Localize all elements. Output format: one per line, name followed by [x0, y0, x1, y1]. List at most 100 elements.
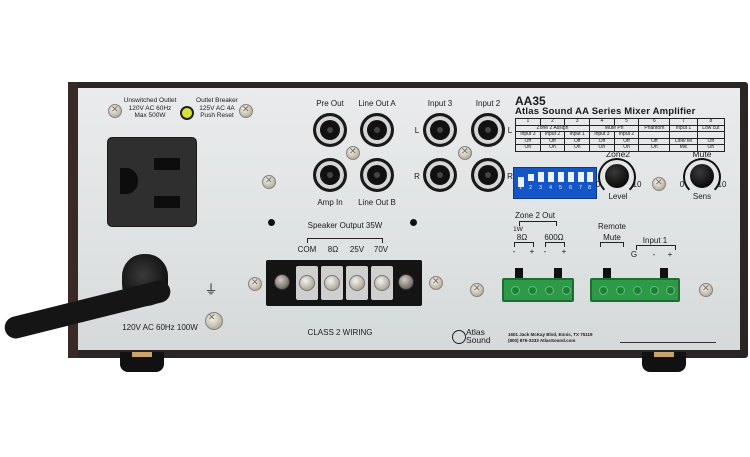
address-line1: 1601 Jack McKay Blvd, Ennis, TX 75119 [508, 332, 593, 337]
table-cell: Input 1 [669, 124, 698, 133]
table-cell: On [696, 144, 726, 152]
com-terminal[interactable] [296, 266, 318, 300]
connector-pin [666, 286, 675, 295]
unswitched-outlet-rating: 120V AC 60Hz [128, 104, 172, 112]
connector-pin [633, 286, 642, 295]
zone2-out-title: Zone 2 Out [514, 211, 556, 220]
panel-screw-icon [262, 175, 276, 189]
outlet-ground-hole [120, 168, 138, 194]
remote-title: Remote [597, 222, 626, 231]
line-out-b-jack[interactable] [360, 158, 394, 192]
remote-input1-connector[interactable] [590, 278, 680, 302]
mute-knob-title: Mute [692, 149, 712, 159]
breaker-reset-button[interactable] [180, 106, 194, 120]
polarity-label: + [529, 247, 535, 256]
terminal-end-screw [272, 270, 292, 296]
connector-pin [650, 286, 659, 295]
dip-label: 5 [559, 185, 563, 191]
unswitched-outlet-title: Unswitched Outlet [123, 97, 177, 104]
input-2-label: Input 2 [475, 99, 501, 108]
table-cell: On [564, 144, 591, 152]
70v-terminal-label: 70V [373, 245, 389, 254]
zone2-level-knob[interactable] [605, 164, 629, 188]
speaker-terminal-block [266, 260, 422, 306]
amp-in-jack[interactable] [313, 158, 347, 192]
input1-ground-label: G [630, 250, 638, 259]
model-number: AA35 [515, 94, 546, 108]
zone2-scale-arc [598, 158, 636, 196]
address-line2: (800) 876-3333 AtlasSound.com [508, 338, 576, 343]
zone2-output-connector[interactable] [502, 278, 574, 302]
unswitched-outlet-label: Unswitched Outlet 120V AC 60Hz Max 500W [120, 97, 180, 120]
manufacturer-address: 1601 Jack McKay Blvd, Ennis, TX 75119 (8… [508, 332, 593, 344]
polarity-label: - [512, 247, 516, 256]
70v-terminal[interactable] [371, 266, 393, 300]
zone2-600ohm-label: 600Ω [544, 233, 564, 242]
panel-screw-icon [239, 104, 253, 118]
ac-outlet[interactable] [108, 138, 196, 226]
zone2-max-label: 10 [632, 180, 642, 189]
input1-minus-label: - [652, 250, 656, 259]
left-channel-label: L [414, 126, 420, 135]
serial-number-line [620, 342, 716, 343]
left-channel-label: L [507, 126, 513, 135]
25v-terminal[interactable] [346, 266, 368, 300]
panel-screw-icon [458, 146, 472, 160]
zone2-8ohm-label: 8Ω [516, 233, 528, 242]
connector-pin [599, 286, 608, 295]
unswitched-outlet-max: Max 500W [134, 112, 166, 119]
8ohm-terminal-label: 8Ω [327, 245, 339, 254]
connector-pin [616, 286, 625, 295]
connector-latch [515, 268, 523, 278]
dip-switch-8[interactable] [587, 172, 593, 182]
input-2-left-jack[interactable] [471, 113, 505, 147]
dip-switch-5[interactable] [558, 172, 564, 182]
mute-scale-arc [683, 158, 721, 196]
polarity-label: + [561, 247, 567, 256]
panel-screw-icon [429, 276, 443, 290]
dip-switch-1[interactable] [518, 177, 524, 187]
ground-screw-terminal[interactable] [205, 312, 223, 330]
product-title: Atlas Sound AA Series Mixer Amplifier [515, 106, 696, 117]
line-out-a-jack[interactable] [360, 113, 394, 147]
zone2-8ohm-bracket [514, 242, 534, 247]
outlet-breaker-title: Outlet Breaker [196, 97, 238, 104]
rubber-foot-left [120, 352, 164, 372]
dip-switch-3[interactable] [538, 172, 544, 182]
dip-switch-4[interactable] [548, 172, 554, 182]
zone2-level-label: Level [608, 192, 628, 201]
dip-switch-6[interactable] [568, 172, 574, 182]
connector-pin [545, 286, 554, 295]
input-2-right-jack[interactable] [471, 158, 505, 192]
zone2-600ohm-bracket [545, 242, 565, 247]
brand-name: Atlas Sound [466, 327, 491, 345]
table-cell: On [638, 144, 671, 152]
dip-label: 1 [519, 185, 523, 191]
input-3-right-jack[interactable] [423, 158, 457, 192]
line-out-a-label: Line Out A [358, 99, 396, 108]
mute-sens-label: Sens [692, 192, 712, 201]
connector-latch [554, 268, 562, 278]
mute-max-label: 10 [717, 180, 727, 189]
zone2-min-label: 0 [595, 180, 601, 189]
remote-mute-label: Mute [603, 233, 621, 242]
atlas-sound-logo-icon [452, 330, 466, 344]
table-cell: Phantom [638, 124, 671, 133]
mute-sens-knob[interactable] [690, 164, 714, 188]
dip-switch-2[interactable] [528, 174, 534, 181]
dip-table-source-row: Input 3 Input 2 Input 1 Input 3 Input 2 [515, 131, 726, 139]
line-out-b-label: Line Out B [358, 198, 396, 207]
speaker-output-title: Speaker Output 35W [307, 221, 383, 230]
pre-out-jack[interactable] [313, 113, 347, 147]
panel-screw-icon [248, 277, 262, 291]
rubber-foot-right [642, 352, 686, 372]
8ohm-terminal[interactable] [321, 266, 343, 300]
input-3-left-jack[interactable] [423, 113, 457, 147]
panel-screw-icon [652, 177, 666, 191]
dip-switch-bank[interactable]: 1 2 3 4 5 6 7 8 [513, 167, 597, 199]
dip-switch-7[interactable] [578, 172, 584, 182]
remote-mute-bracket [600, 242, 624, 247]
dip-label: 8 [588, 185, 592, 191]
brand-line1: Atlas [466, 327, 485, 337]
input1-label: Input 1 [642, 236, 668, 245]
